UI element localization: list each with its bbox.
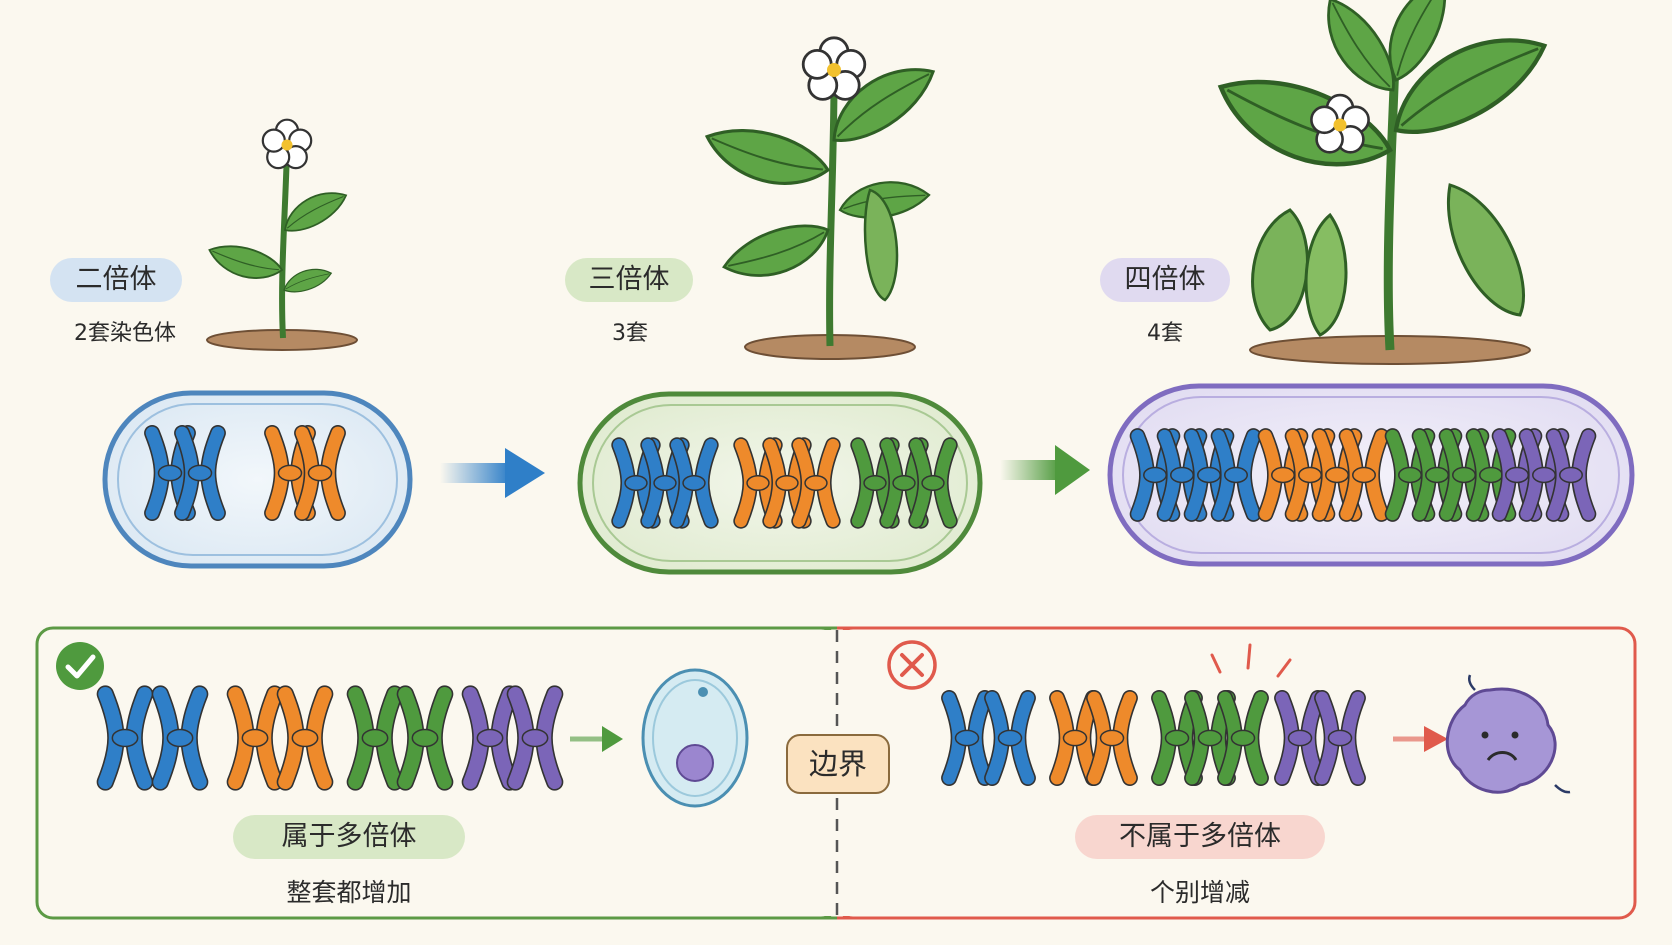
tetraploid-plant bbox=[1207, 0, 1559, 365]
arrow-triploid-to-tetraploid bbox=[1000, 445, 1090, 495]
polyploid-chromosome bbox=[276, 685, 334, 791]
polyploid-subtitle: 整套都增加 bbox=[286, 878, 412, 907]
polyploid-chromosome bbox=[96, 685, 154, 791]
healthy-cell bbox=[641, 668, 749, 808]
change-indicator-marks bbox=[1210, 643, 1292, 678]
arrow-to-abnormal-cell bbox=[1393, 726, 1448, 752]
abnormal-cell-icon bbox=[1445, 674, 1571, 794]
polyploid-chromosome bbox=[346, 685, 404, 791]
polyploid-chromosome bbox=[151, 685, 209, 791]
non-polyploid-title: 不属于多倍体 bbox=[1075, 815, 1325, 859]
cross-icon bbox=[887, 640, 937, 690]
polyploid-title: 属于多倍体 bbox=[233, 815, 465, 859]
triploid-plant bbox=[697, 36, 947, 360]
arrow-to-healthy-cell bbox=[570, 726, 623, 752]
polyploid-chromosome bbox=[461, 685, 519, 791]
check-icon bbox=[56, 642, 104, 690]
stage-count-triploid: 3套 bbox=[612, 321, 648, 346]
stage-label-triploid: 三倍体 bbox=[565, 258, 693, 302]
diploid-plant bbox=[203, 118, 358, 351]
stage-count-tetraploid: 4套 bbox=[1147, 321, 1183, 346]
stage-1-chromosome bbox=[669, 437, 719, 529]
stage-1-chromosome bbox=[908, 437, 958, 529]
stage-0-chromosome bbox=[174, 425, 226, 521]
polyploid-chromosome bbox=[396, 685, 454, 791]
stage-0-chromosome bbox=[294, 425, 346, 521]
boundary-label: 边界 bbox=[786, 734, 890, 794]
stage-2-chromosome bbox=[1338, 428, 1390, 522]
stage-2-chromosome bbox=[1545, 428, 1597, 522]
polyploid-chromosome bbox=[226, 685, 284, 791]
stage-label-diploid: 二倍体 bbox=[50, 258, 182, 302]
stage-1-chromosome bbox=[791, 437, 841, 529]
stage-label-tetraploid: 四倍体 bbox=[1100, 258, 1230, 302]
aneuploid-chromosome bbox=[984, 690, 1036, 786]
aneuploid-chromosome bbox=[1314, 690, 1366, 786]
aneuploid-chromosome bbox=[1274, 690, 1326, 786]
aneuploid-chromosome bbox=[1086, 690, 1138, 786]
aneuploid-chromosome bbox=[1217, 690, 1269, 786]
arrow-diploid-to-triploid bbox=[440, 448, 545, 498]
aneuploid-chromosome bbox=[941, 690, 993, 786]
polyploid-chromosome bbox=[506, 685, 564, 791]
non-polyploid-subtitle: 个别增减 bbox=[1149, 878, 1250, 907]
stage-count-diploid: 2套染色体 bbox=[74, 321, 176, 346]
stage-2-chromosome bbox=[1210, 428, 1262, 522]
diploid-cell bbox=[102, 390, 413, 569]
